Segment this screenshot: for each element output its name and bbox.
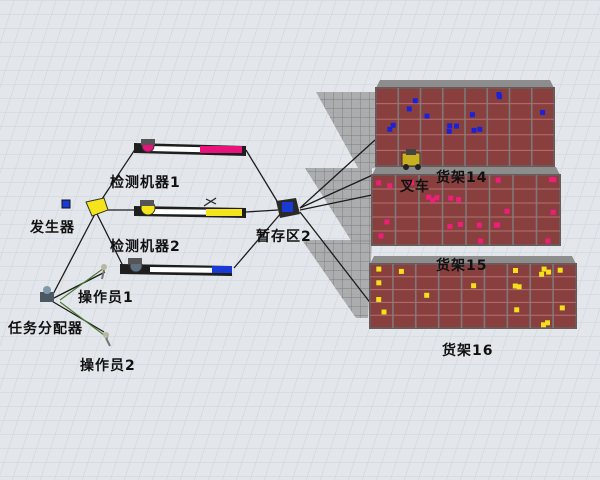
rack16-item [471, 283, 477, 289]
rack16-item [557, 267, 563, 273]
rack15-item [495, 177, 501, 183]
machine1[interactable] [134, 139, 246, 156]
rack15-item [376, 180, 382, 186]
dispatcher-icon [40, 292, 54, 302]
operator-links [59, 267, 109, 339]
machine3[interactable] [120, 258, 232, 276]
rack15-item [447, 223, 453, 229]
rack15[interactable] [371, 167, 561, 246]
rack15-item [495, 222, 500, 228]
rack14-item [540, 109, 546, 115]
operator2-label: 操作员2 [80, 358, 136, 374]
rack14-item [447, 123, 453, 129]
operator-icon [103, 332, 109, 338]
rack15-item [387, 183, 393, 189]
rack16-item [559, 305, 565, 311]
rack15-item [456, 197, 462, 203]
rack16-item [381, 309, 387, 315]
machine2[interactable] [134, 197, 246, 218]
rack14-item [412, 98, 418, 104]
rack14-item [406, 106, 412, 112]
forklift-label: 叉车 [400, 179, 430, 195]
rack16-item [545, 320, 550, 326]
rack15-label: 货架15 [436, 258, 488, 274]
rack14-item [424, 113, 430, 119]
operator1-label: 操作员1 [78, 290, 134, 306]
rack14-item [446, 128, 452, 134]
forklift[interactable] [401, 149, 421, 170]
rack14-item [454, 123, 459, 129]
machine1-item [200, 146, 242, 153]
dispatcher[interactable] [40, 286, 54, 302]
rack14-item [390, 122, 396, 128]
rack16-item [376, 266, 382, 272]
operator1[interactable] [101, 264, 107, 280]
rack15-item [448, 195, 454, 201]
rack16[interactable] [369, 256, 577, 329]
queue-item [282, 202, 293, 212]
rack15-item [478, 238, 484, 244]
rack15-item [550, 209, 556, 215]
rack15-item [426, 194, 432, 200]
source-label: 发生器 [30, 220, 75, 236]
rack16-item [541, 322, 546, 328]
rack14-item [469, 112, 475, 118]
rack14-label: 货架14 [436, 170, 488, 186]
rack15-item [378, 233, 384, 239]
rack15-item [457, 221, 463, 227]
source-item [61, 199, 71, 209]
rack16-item [424, 292, 430, 298]
operator-icon [101, 264, 107, 270]
queue-label: 暂存区2 [256, 229, 312, 245]
rack14-item [477, 126, 483, 132]
rack15-item [549, 177, 555, 182]
rack15-item [384, 219, 390, 225]
machine1-label: 检测机器1 [110, 175, 181, 191]
rack14-top [376, 80, 554, 88]
dispatcher-label: 任务分配器 [8, 321, 83, 337]
operator2[interactable] [103, 332, 111, 347]
source[interactable] [61, 197, 109, 217]
rack15-item [409, 180, 414, 186]
rack16-item [514, 307, 520, 313]
rack16-item [546, 269, 552, 275]
rack16-label: 货架16 [442, 343, 494, 359]
rack16-item [512, 283, 518, 289]
rack16-item [513, 268, 518, 273]
queue[interactable] [276, 198, 300, 218]
machine2-label: 检测机器2 [110, 239, 181, 255]
source-box-icon [85, 197, 109, 217]
rack16-item [541, 266, 547, 272]
rack14-item [387, 126, 393, 132]
rack15-item [504, 208, 510, 214]
rack16-item [376, 297, 382, 302]
rack16-item [539, 271, 545, 277]
machine2-item [206, 209, 242, 216]
rack16-item [516, 284, 522, 290]
rack15-item [430, 197, 436, 203]
rack15-item [476, 222, 482, 228]
rack16-item [376, 280, 382, 286]
rack14-item [471, 127, 477, 133]
rack16-item [398, 268, 404, 274]
rack15-item [545, 238, 551, 244]
rack16-top [370, 256, 576, 264]
rack15-item [434, 195, 440, 201]
rack14-item [497, 94, 503, 100]
